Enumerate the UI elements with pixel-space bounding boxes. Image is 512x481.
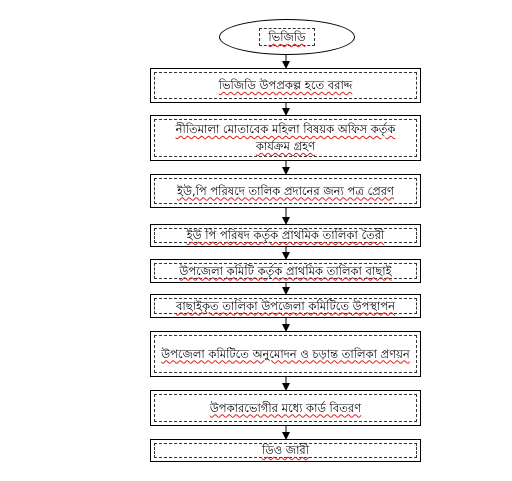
step-send-letter-box: ইউ,পি পরিষদে তালিক প্রদানের জন্য পত্র প্… (150, 174, 421, 208)
step-allocation-label: ভিজিডি উপপ্রকল্প হতে বরাদ্দ (218, 78, 353, 92)
step-women-affairs-office-label: নীতিমালা মোতাবেক মহিলা বিষয়ক অফিস কর্তৃ… (175, 122, 396, 153)
step-do-issued-label: ডিও জারী (261, 443, 310, 457)
step-preliminary-list-label: ইউ পি পরিষদ কর্তৃক প্রাথমিক তালিকা তৈরী (186, 228, 385, 242)
step-approval-final-list-label: উপজেলা কমিটিতে অনুমোদন ও চড়ান্ত তালিকা … (161, 346, 410, 361)
step-women-affairs-office-box: নীতিমালা মোতাবেক মহিলা বিষয়ক অফিস কর্তৃ… (150, 115, 421, 161)
start-terminal-label: ভিজিডি (259, 28, 315, 46)
step-present-list-box: বাছাইকৃত তালিকা উপজেলা কমিটিতে উপস্থাপন (150, 294, 421, 318)
step-card-distribution-box: উপকারভোগীর মধ্যে কার্ড বিতরণ (150, 390, 421, 426)
step-present-list-label: বাছাইকৃত তালিকা উপজেলা কমিটিতে উপস্থাপন (175, 298, 395, 313)
step-upazila-screening-box: উপজেলা কমিটি কর্তৃক প্রাথমিক তালিকা বাছা… (150, 259, 421, 283)
step-send-letter-label: ইউ,পি পরিষদে তালিক প্রদানের জন্য পত্র প্… (177, 183, 394, 198)
step-do-issued-box: ডিও জারী (150, 439, 421, 462)
step-card-distribution-label: উপকারভোগীর মধ্যে কার্ড বিতরণ (209, 400, 362, 415)
step-approval-final-list-box: উপজেলা কমিটিতে অনুমোদন ও চড়ান্ত তালিকা … (150, 331, 421, 377)
start-terminal: ভিজিডি (219, 19, 355, 55)
step-upazila-screening-label: উপজেলা কমিটি কর্তৃক প্রাথমিক তালিকা বাছা… (179, 263, 392, 278)
step-preliminary-list-box: ইউ পি পরিষদ কর্তৃক প্রাথমিক তালিকা তৈরী (150, 224, 421, 247)
step-allocation-box: ভিজিডি উপপ্রকল্প হতে বরাদ্দ (150, 68, 421, 103)
